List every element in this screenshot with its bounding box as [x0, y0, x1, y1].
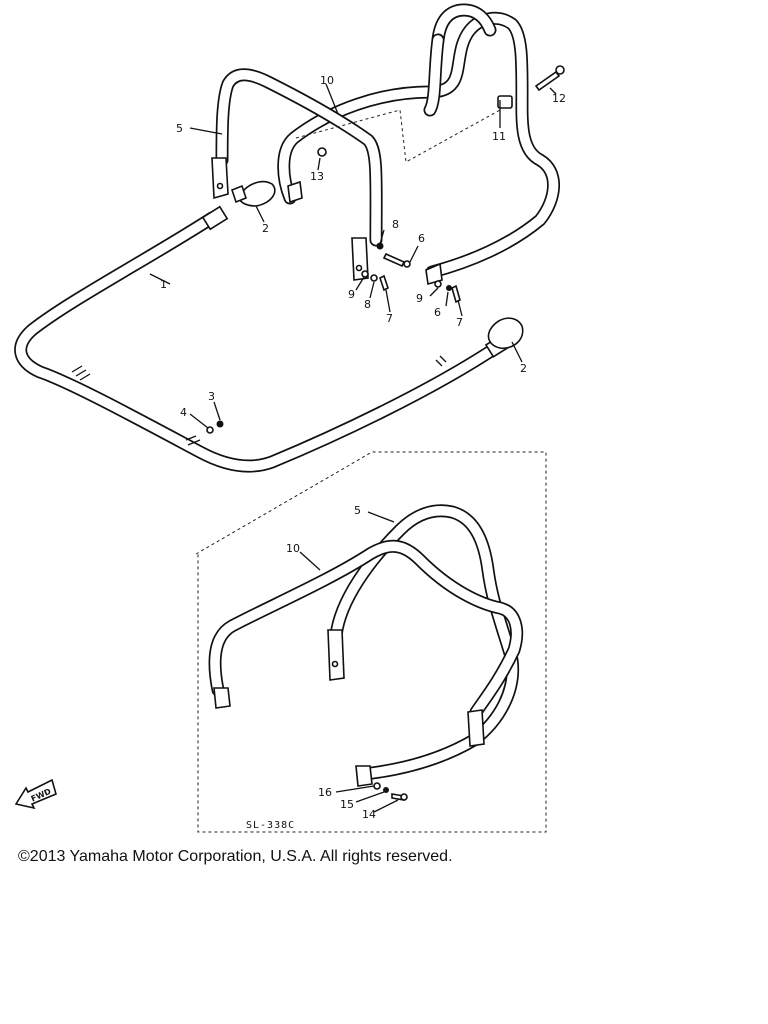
callout-9: 9 — [416, 292, 423, 305]
hidden-line — [295, 109, 501, 163]
reference-code: SL-338C — [246, 820, 295, 831]
callout-7: 7 — [456, 316, 463, 329]
callout-8: 8 — [392, 218, 399, 231]
callout-13: 13 — [310, 170, 324, 183]
callout-6: 6 — [434, 306, 441, 319]
bumper-frame-part-1 — [14, 205, 514, 473]
callout-1: 1 — [160, 278, 167, 291]
callout-8: 8 — [364, 298, 371, 311]
hardware-lower — [299, 511, 408, 813]
detail-inset-border — [195, 451, 547, 833]
parts-diagram: 5 10 1 2 11 12 13 8 6 9 8 7 9 6 7 2 3 4 — [14, 3, 566, 833]
bumper-bar-detail-part-10 — [208, 539, 524, 719]
callout-14: 14 — [362, 808, 376, 821]
fwd-arrow-icon: FWD — [14, 778, 57, 810]
brackets-upper — [211, 157, 443, 286]
callout-2: 2 — [520, 362, 527, 375]
leader-lines-upper — [149, 83, 557, 429]
callout-10: 10 — [320, 74, 334, 87]
callout-5: 5 — [176, 122, 183, 135]
callout-12: 12 — [552, 92, 566, 105]
brackets-lower — [213, 629, 485, 787]
callout-10: 10 — [286, 542, 300, 555]
callout-5: 5 — [354, 504, 361, 517]
callout-3: 3 — [208, 390, 215, 403]
handle-bar-part-5 — [215, 68, 383, 247]
callout-7: 7 — [386, 312, 393, 325]
callout-15: 15 — [340, 798, 354, 811]
handle-bar-detail-part-5 — [329, 504, 520, 781]
callout-2: 2 — [262, 222, 269, 235]
callout-9: 9 — [348, 288, 355, 301]
callout-11: 11 — [492, 130, 506, 143]
callout-4: 4 — [180, 406, 187, 419]
copyright-notice: ©2013 Yamaha Motor Corporation, U.S.A. A… — [18, 848, 453, 865]
callout-16: 16 — [318, 786, 332, 799]
callout-6: 6 — [418, 232, 425, 245]
hardware-upper — [206, 65, 565, 434]
